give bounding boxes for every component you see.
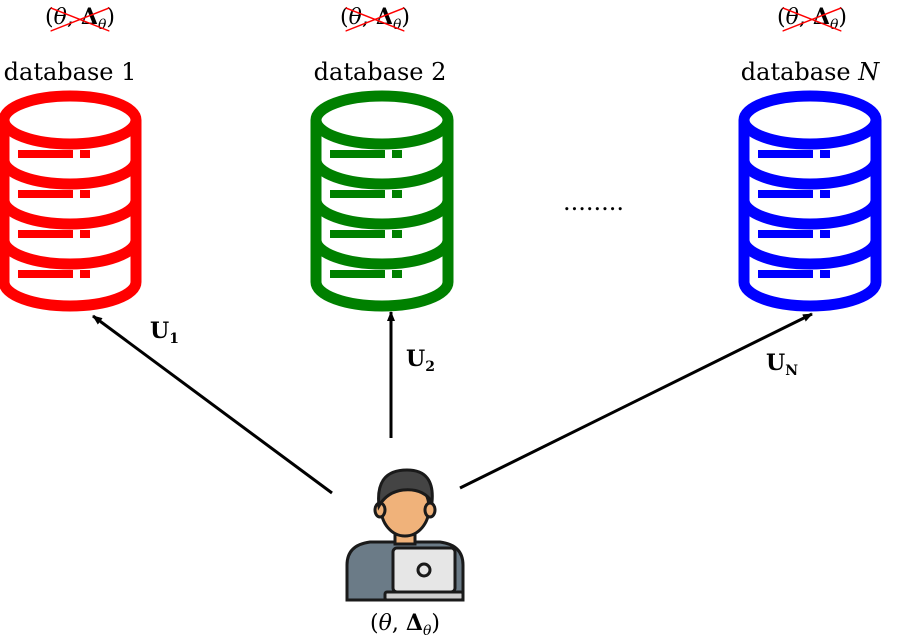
arrow-label-u2: U2 xyxy=(406,346,435,375)
arrow-to-db1 xyxy=(92,314,333,495)
user-tuple: (θ, Δθ) xyxy=(370,610,440,639)
arrow-label-uN: UN xyxy=(766,350,798,379)
database-N-icon xyxy=(744,96,876,306)
db2-label: database 2 xyxy=(313,58,447,86)
arrow-to-dbN xyxy=(459,312,813,490)
database-2-icon xyxy=(316,96,448,306)
dbN-label: database N xyxy=(740,58,880,86)
ellipsis: ........ xyxy=(563,188,625,216)
db1-label: database 1 xyxy=(3,58,137,86)
arrow-label-u1: U1 xyxy=(150,318,179,347)
database-1-icon xyxy=(4,96,136,306)
user-laptop-icon xyxy=(345,468,465,602)
